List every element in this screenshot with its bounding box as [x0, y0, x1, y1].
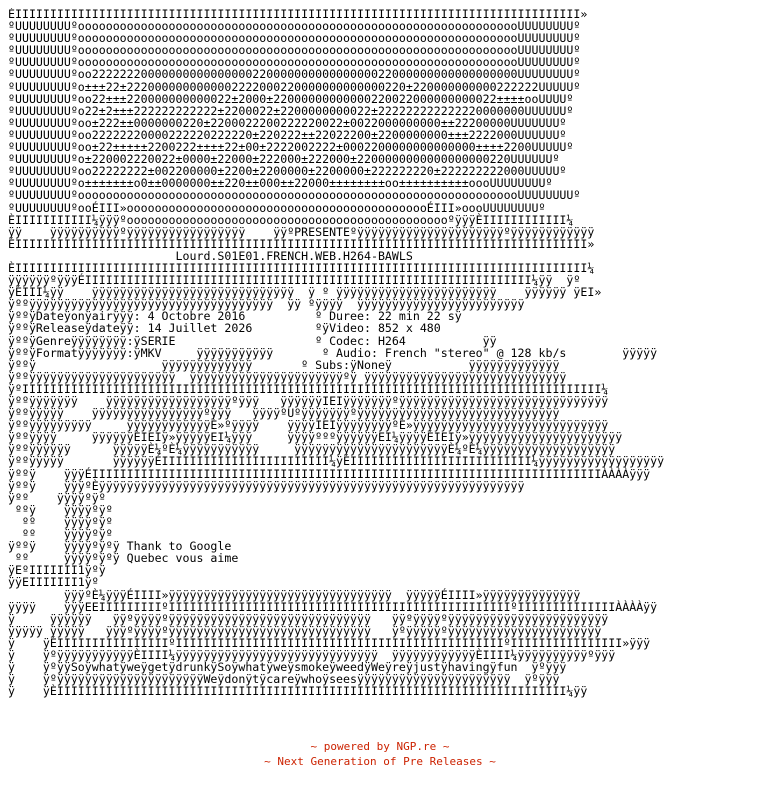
nfo-line: ÿºº ÿÿÿÿºÿº [8, 490, 106, 505]
nfo-line: ÿ ÿÉIIIIIIIIIIIIIIIIºIIIIIIIIIIIIIIIIIII… [8, 635, 651, 650]
nfo-line: ÿººÿÿÿÿ ÿÿÿÿÿÿÈIEIÿ»ÿÿÿÿÿEI¼ÿÿÿ ÿÿÿÿºººÿ… [8, 430, 623, 445]
nfo-line: ÉIIIIIIIIIIIIIIIIIIIIIIIIIIIIIIIIIIIIIII… [8, 236, 595, 251]
nfo-line: ÿººÿÿÿÿÿÿ ÿÿÿÿÿÈ¼ºÈ¼ÿÿÿÿÿÿÿÿÿÿÿ ÿÿÿÿÿÿÿÿ… [8, 442, 616, 457]
nfo-line: ºUUUUUUUUºoooooooooooooooooooooooooooooo… [8, 55, 581, 70]
nfo-line: ÿººÿÿÿÿÿÿÿÿÿÿÿÿÿÿÿÿÿÿÿÿÿ ÿÿÿÿÿÿÿÿÿÿÿÿÿÿÿ… [8, 369, 567, 384]
nfo-line: ÿººÿDateÿonÿairÿÿÿ: 4 Octobre 2016 º Dur… [8, 309, 462, 324]
nfo-line: ÿ ÿºÿÿÿÿÿÿÿÿÿÿÿÿÿÿÿÿÿÿÿÿÿWeÿdonÿtÿcareÿw… [8, 672, 560, 687]
nfo-line: ÿººÿ ÿÿÿºÈÿÿÿÿÿÿÿÿÿÿÿÿÿÿÿÿÿÿÿÿÿÿÿÿÿÿÿÿÿÿ… [8, 478, 525, 493]
nfo-line: ÿÉIII¼ÿÿ ÿÿÿÿÿÿÿÿÿÿÿÿÿÿÿÿÿÿÿÿÿÿÿÿÿÿÿÿÿ ÿ… [8, 285, 602, 300]
nfo-line: ÿ ÿÿÿÿÿÿ ÿÿºÿÿÿÿºÿÿÿÿÿÿÿÿÿÿÿÿÿÿÿÿÿÿÿÿÿÿÿ… [8, 611, 609, 626]
nfo-line: ÿ ÿÈIIIIIIIIIIIIIIIIIIIIIIIIIIIIIIIIIIII… [8, 684, 588, 699]
nfo-line: ºUUUUUUUUºoo22222220000222220222220±2202… [8, 127, 567, 142]
nfo-line: ÿººÿÿÿÿÿÿÿ ÿÿÿÿÿÿÿÿÿÿÿÿÿÿÿÿÿÿºÿÿÿ ÿÿÿÿÿÿ… [8, 394, 609, 408]
nfo-line: ÿÿEIIIIIII1ÿº [8, 575, 99, 590]
nfo-line: ºUUUUUUUUºo22±2±±±222222222222±2200022±2… [8, 103, 574, 118]
nfo-line: ºUUUUUUUUºo±±±22±22200000000000022220002… [8, 79, 581, 94]
nfo-line: ºUUUUUUUUºoo22222222±002200000±2200±2200… [8, 164, 567, 179]
nfo-line: ºUUUUUUUUºoo±22±±±±±2200222±±±±22±00±222… [8, 140, 574, 155]
nfo-line: ÿ ÿºÿÿSoÿwhatÿweÿgetÿdrunkÿSoÿwhatÿweÿsm… [8, 660, 567, 675]
nfo-line: ÿÿÿÿÿ ÿÿÿÿÿ ÿÿÿºÿÿÿÿºÿÿÿÿÿÿÿÿÿÿÿÿÿÿÿÿÿÿÿ… [8, 623, 602, 638]
nfo-line: Lourd.S01E01.FRENCH.WEB.H264-BAWLS [8, 248, 413, 263]
nfo-line: ÿººÿÿÿÿÿ ÿÿÿÿÿÿÉIIIIIIIIIIIIIIIIIIIIIIII… [8, 454, 665, 469]
nfo-line: ºUUUUUUUUºo±±±±±±±o0±±0000000±±220±±000±… [8, 176, 553, 191]
powered-by-footer: ~ powered by NGP.re ~ [310, 740, 450, 753]
nfo-line: ÿººÿFormatÿÿÿÿÿÿÿ:ÿMKV ÿÿÿÿÿÿÿÿÿÿÿ º Aud… [8, 345, 658, 360]
nfo-line: ºUUUUUUUUºoooooooooooooooooooooooooooooo… [8, 31, 581, 46]
nfo-line: ÿººÿÿÿÿÿÿÿÿÿ ÿÿÿÿÿÿÿÿÿÿÿÿÈ»ºÿÿÿÿ ÿÿÿÿIEI… [8, 418, 609, 433]
nfo-line: ÿEºIIIIIII1ÿºÿ [8, 563, 106, 578]
nfo-line: ºUUUUUUUUºoo2222222000000000000000022000… [8, 67, 581, 82]
nfo-line: ºUUUUUUUUºoooooooooooooooooooooooooooooo… [8, 188, 581, 203]
nfo-line: ÿººÿ ÿÿÿÉIIIIIIIIIIIIIIIIIIIIIIIIIIIIIII… [8, 466, 651, 481]
nfo-line: ºUUUUUUUUºoo22±±±220000000000022±2000±22… [8, 91, 574, 106]
nfo-line: ÿÿÿÿÿÿºÿÿÿÉIIIIIIIIIIIIIIIIIIIIIIIIIIIII… [8, 273, 581, 288]
nfo-line: ºº ÿÿÿÿºÿºÿ Quebec vous aime [8, 551, 239, 566]
nfo-line: ÿ ÿºÿÿÿÿÿÿÿÿÿÿÿÈIIII¼ÿÿÿÿÿÿÿÿÿÿÿÿÿÿÿÿÿÿÿ… [8, 647, 616, 662]
tagline-footer: ~ Next Generation of Pre Releases ~ [264, 755, 496, 768]
nfo-line: ºº ÿÿÿÿºÿº [8, 527, 113, 542]
nfo-line: ºUUUUUUUUºoo±222±±0000000220±22000222002… [8, 115, 567, 130]
nfo-line: ÿººÿ ÿÿÿÿÿÿÿÿÿÿÿÿÿ º Subs:ÿNoneÿ ÿÿÿÿÿÿÿ… [8, 357, 560, 372]
nfo-line: ÿÿÿÿ ÿÿÿEEIIIIIIIIIºIIIIIIIIIIIIIIIIIIII… [8, 599, 658, 614]
nfo-line: ÿººÿ ÿÿÿÿºÿºÿ Thank to Google [8, 539, 232, 554]
nfo-line: ºUUUUUUUUºo±220002220022±0000±22000±2220… [8, 152, 560, 167]
nfo-line: ÿººÿGenreÿÿÿÿÿÿÿÿ:ÿSERIE º Codec: H264 ÿ… [8, 333, 497, 348]
nfo-line: ºUUUUUUUUºoooooooooooooooooooooooooooooo… [8, 19, 581, 34]
nfo-line: ººÿ ÿÿÿÿºÿº [8, 502, 113, 517]
nfo-line: ºUUUUUUUUºoooooooooooooooooooooooooooooo… [8, 43, 581, 58]
nfo-line: ÿººÿReleaseÿdateÿÿ: 14 Juillet 2026 ºÿVi… [8, 321, 441, 336]
nfo-line: ºUUUUUUUUºooÉIII»ooooooooooooooooooooooo… [8, 200, 546, 215]
nfo-line: ÈIIIIIIIIIIIIIIIIIIIIIIIIIIIIIIIIIIIIIII… [8, 260, 595, 275]
nfo-line: ÿºIIIIIIIIIIIIIIIIIIIIIIIIIIIIIIIIIIIIII… [8, 381, 609, 396]
nfo-line: ÿÿÿºÈ¼ÿÿÿÉIIII»ÿÿÿÿÿÿÿÿÿÿÿÿÿÿÿÿÿÿÿÿÿÿÿÿÿ… [8, 587, 581, 602]
nfo-line: ÈIIIIIIIIIII¼ÿÿÿºooooooooooooooooooooooo… [8, 212, 574, 227]
nfo-text-block: ÉIIIIIIIIIIIIIIIIIIIIIIIIIIIIIIIIIIIIIII… [8, 8, 752, 708]
nfo-line: ÿººÿÿÿÿÿ ÿÿÿÿÿÿÿÿÿÿÿÿÿÿÿÿºÿÿÿ ÿÿÿÿºUºÿÿÿ… [8, 406, 560, 421]
nfo-line: ÉIIIIIIIIIIIIIIIIIIIIIIIIIIIIIIIIIIIIIII… [8, 8, 588, 21]
nfo-line: ºº ÿÿÿÿºÿº [8, 514, 113, 529]
nfo-line: ÿÿ ÿÿÿÿÿÿÿÿÿÿºÿÿÿÿÿÿÿÿÿÿÿÿÿÿÿÿÿ ÿÿºPRESE… [8, 224, 595, 239]
nfo-line: ÿººÿÿÿÿÿÿÿÿÿÿÿÿÿÿÿÿÿÿÿÿÿÿÿÿÿÿÿÿÿÿÿÿÿÿÿ ÿ… [8, 297, 525, 312]
